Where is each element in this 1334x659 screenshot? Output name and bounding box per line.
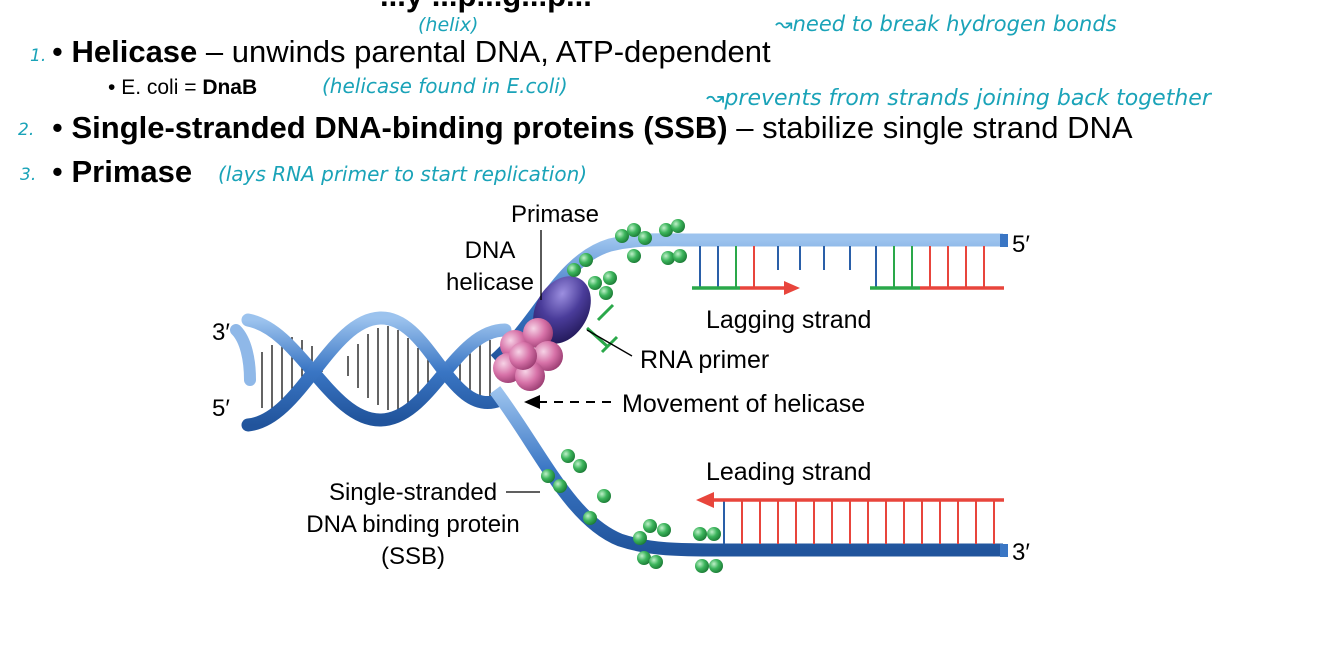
label-3prime-left: 3′ [212,319,230,346]
lagging-rungs [700,246,984,288]
leading-strand-arrow [696,492,714,508]
label-helicase: helicase [446,269,534,296]
leading-rungs [724,500,994,544]
label-dna: DNA [465,237,516,264]
helix-strand-left-stub [236,330,250,380]
label-movement-of-helicase: Movement of helicase [622,390,865,418]
label-leading-strand: Leading strand [706,458,871,486]
label-rna-primer: RNA primer [640,346,769,374]
label-ssb-line2: DNA binding protein [306,511,519,538]
label-ssb-line1: Single-stranded [329,479,497,506]
lagging-fragment-arrow [784,281,800,295]
lagging-end-cap [1000,234,1008,247]
rna-primer-leader-line [587,330,632,356]
leading-end-cap [1000,544,1008,557]
label-ssb-line3: (SSB) [381,543,445,570]
label-5prime-left: 5′ [212,395,230,422]
label-3prime-bottom: 3′ [1012,539,1030,566]
label-primase: Primase [511,201,599,228]
label-5prime-top: 5′ [1012,231,1030,258]
movement-arrowhead [524,395,540,409]
label-lagging-strand: Lagging strand [706,306,871,334]
